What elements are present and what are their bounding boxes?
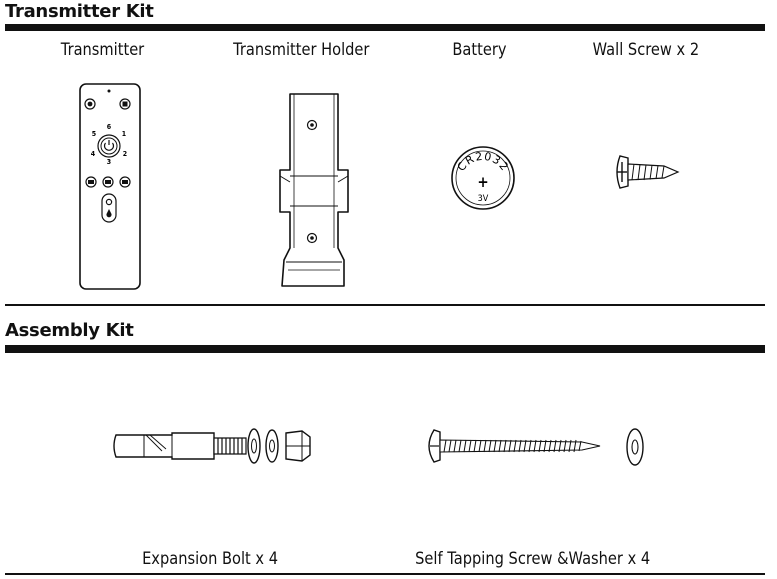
- item-label-battery: Battery: [452, 40, 507, 60]
- battery-voltage-text: 3V: [478, 194, 489, 204]
- remote-key-5: 5: [92, 130, 96, 138]
- self-tapping-screw-illustration: [424, 428, 604, 464]
- remote-key-1: 1: [122, 130, 126, 138]
- section-separator-line: [5, 304, 765, 306]
- section-divider-bar: [5, 345, 765, 353]
- remote-key-4: 4: [91, 150, 96, 158]
- remote-key-2: 2: [123, 150, 127, 158]
- washer-illustration: [624, 426, 646, 468]
- item-label-wall-screw: Wall Screw x 2: [592, 40, 700, 60]
- bottom-border-line: [5, 573, 765, 575]
- battery-polarity-text: +: [477, 173, 488, 191]
- battery-illustration: CR2032 + 3V: [450, 145, 516, 211]
- item-label-expansion-bolt: Expansion Bolt x 4: [142, 549, 279, 569]
- remote-key-3: 3: [107, 158, 111, 166]
- remote-key-6: 6: [107, 123, 112, 131]
- item-label-transmitter: Transmitter: [60, 40, 145, 60]
- expansion-bolt-illustration: [110, 425, 320, 467]
- section-divider-bar: [5, 24, 765, 31]
- section-title-assembly-kit: Assembly Kit: [5, 320, 134, 341]
- transmitter-holder-illustration: [276, 90, 352, 292]
- wall-screw-illustration: [612, 152, 682, 192]
- item-label-transmitter-holder: Transmitter Holder: [233, 40, 370, 60]
- item-label-self-tapping-screw: Self Tapping Screw &Washer x 4: [415, 549, 651, 569]
- section-title-transmitter-kit: Transmitter Kit: [5, 1, 154, 22]
- transmitter-illustration: 6 5 1 4 2 3: [78, 82, 142, 292]
